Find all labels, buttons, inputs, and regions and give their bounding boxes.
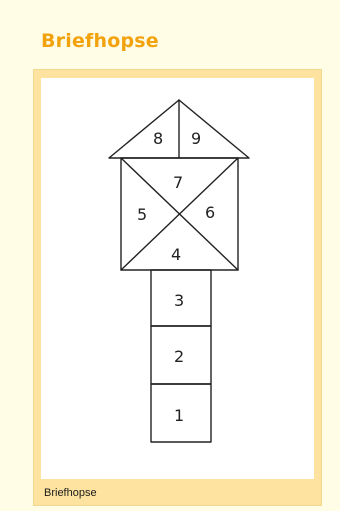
field-7: 7 bbox=[173, 173, 183, 192]
field-2: 2 bbox=[174, 347, 184, 366]
hopscotch-drawing: 8 9 7 5 6 4 3 2 1 bbox=[41, 78, 314, 479]
field-1: 1 bbox=[174, 406, 184, 425]
field-3: 3 bbox=[174, 291, 184, 310]
field-5: 5 bbox=[137, 205, 147, 224]
field-8: 8 bbox=[153, 129, 163, 148]
field-9: 9 bbox=[191, 129, 201, 148]
field-4: 4 bbox=[171, 245, 181, 264]
figure-caption: Briefhopse bbox=[44, 487, 97, 499]
hopscotch-figure: 8 9 7 5 6 4 3 2 1 bbox=[41, 78, 314, 479]
field-6: 6 bbox=[205, 203, 215, 222]
page-title: Briefhopse bbox=[41, 30, 159, 52]
